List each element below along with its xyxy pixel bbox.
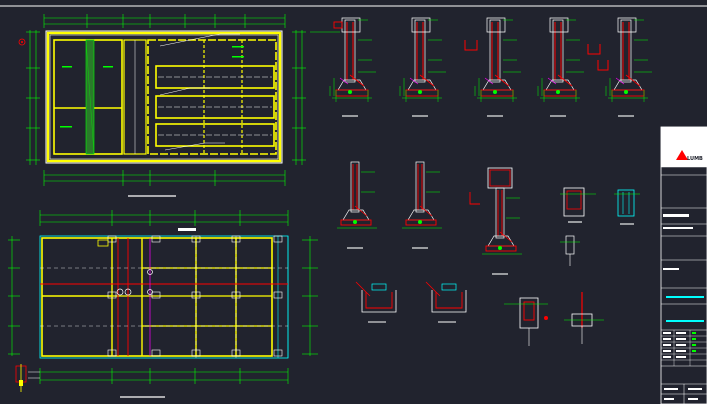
section-detail-2 [399,17,447,117]
north-arrow [15,364,40,392]
plan-view-top [18,14,306,197]
section-details-row-2 [336,161,640,275]
section-detail-14 [504,297,548,346]
section-detail-13 [425,281,467,323]
title-block-logo-text: LUMB [687,156,703,162]
section-detail-8 [469,167,523,275]
section-detail-12 [355,281,397,323]
section-detail-15 [564,292,604,344]
section-detail-9 [560,187,596,223]
column-markers [107,235,283,357]
title-block: LUMB [660,126,707,404]
revision-table [661,330,707,366]
section-detail-4 [537,17,601,117]
triangle-logo-icon [676,150,688,160]
section-detail-11 [560,235,580,266]
company-logo: LUMB [676,150,703,162]
section-detail-6 [336,161,378,249]
section-detail-7 [401,161,443,249]
section-details-row-1 [310,17,653,117]
section-detail-3 [464,17,522,117]
plan-top-dimensions [26,14,306,186]
section-details-row-3 [355,281,604,346]
section-detail-1 [310,17,377,117]
plan-view-bottom [8,210,318,398]
section-detail-10 [614,189,640,225]
section-detail-5 [597,17,653,117]
